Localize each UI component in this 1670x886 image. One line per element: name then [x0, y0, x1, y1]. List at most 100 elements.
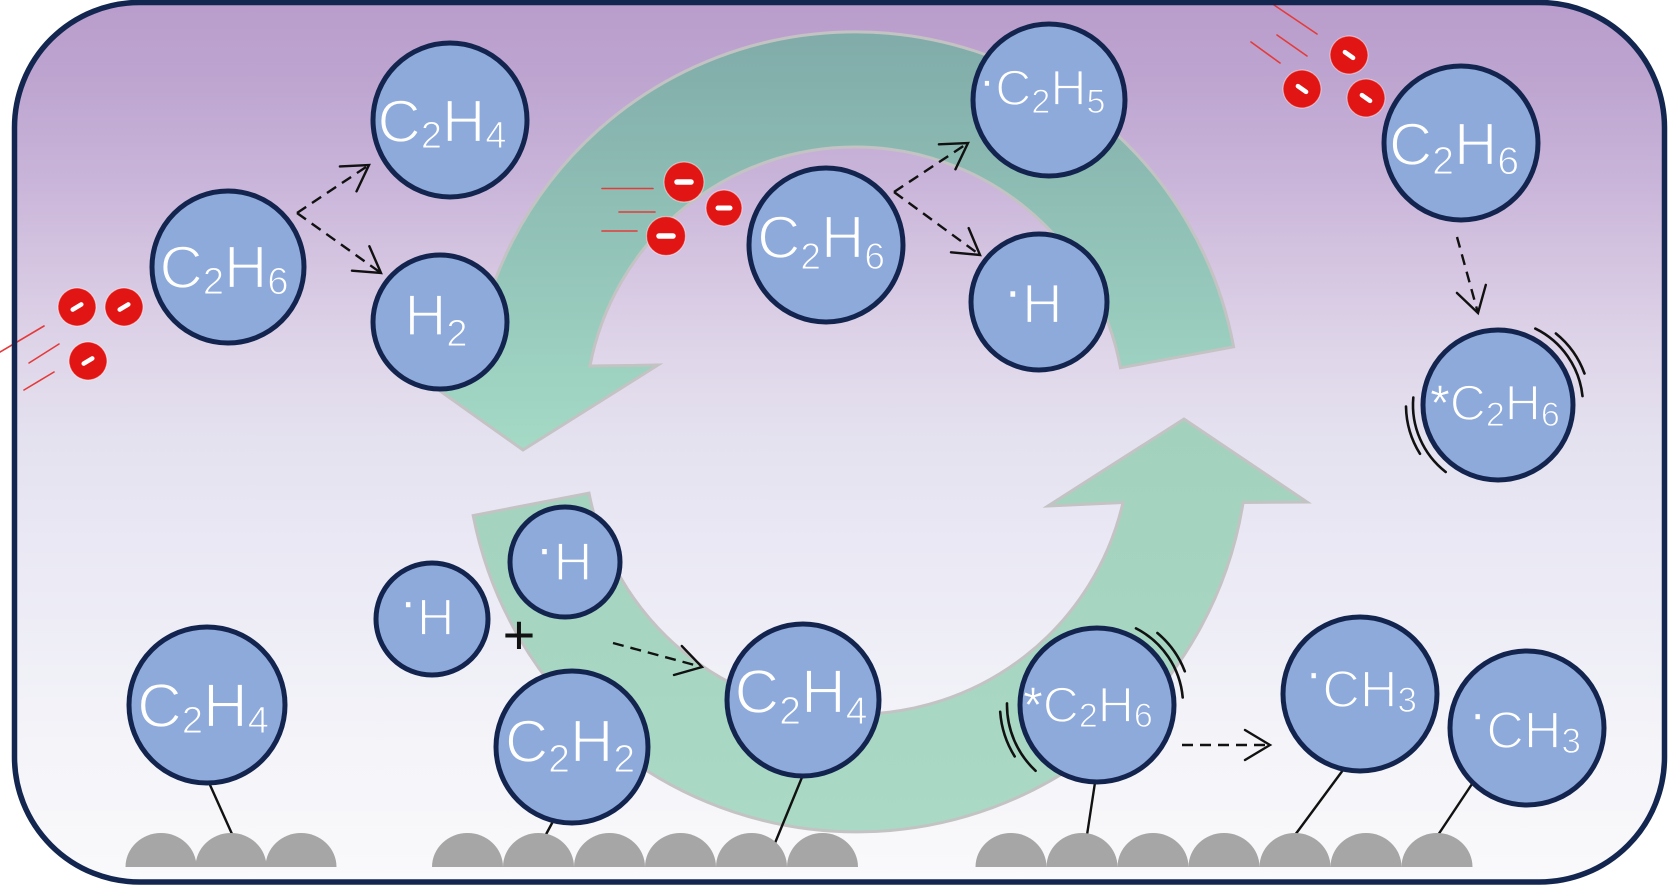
element-symbol: C	[1322, 661, 1360, 719]
electron-icon	[68, 341, 108, 381]
arrow-to-adsorbed-c2h4	[612, 641, 705, 677]
vibration-arc	[1156, 631, 1187, 673]
element-symbol: H	[1022, 272, 1062, 335]
molecule-circle	[968, 231, 1110, 373]
element-symbol: C	[995, 60, 1031, 116]
element-symbol: C	[378, 88, 421, 155]
element-symbol: H	[821, 204, 864, 271]
vibration-arc	[1005, 702, 1037, 773]
surface-site	[787, 833, 858, 867]
minus-sign-icon	[117, 302, 131, 312]
minus-sign-icon	[1359, 92, 1373, 104]
surface-site	[195, 833, 267, 867]
surface-site	[432, 833, 503, 867]
element-symbol: C	[757, 204, 800, 271]
molecule-h-radical-surface-2: ·H	[507, 504, 623, 620]
surface-site	[265, 833, 337, 867]
vibration-arc	[1404, 405, 1422, 456]
subscript-count: 3	[1561, 722, 1580, 761]
arrow-c2h6-to-c2h5-radical	[893, 141, 970, 194]
excited-state-mark: *	[1023, 677, 1042, 733]
minus-sign-icon	[1295, 83, 1309, 95]
subscript-count: 2	[779, 690, 801, 733]
molecule-circle	[1017, 625, 1177, 785]
surface-site	[574, 833, 645, 867]
vibration-marks-icon	[998, 627, 1187, 773]
molecule-label: C2H4	[137, 672, 269, 742]
excited-state-mark: *	[1430, 375, 1449, 431]
molecule-circle	[370, 252, 510, 392]
diagram-frame	[11, 0, 1668, 885]
arrow-c2h6-to-c2h4	[296, 163, 371, 214]
molecule-label: ·H	[1003, 258, 1062, 335]
element-symbol: C	[1486, 702, 1524, 760]
surface-site	[125, 833, 197, 867]
molecule-circle	[507, 504, 623, 620]
surface-center: ·H ·H + C2H2 C2H4	[373, 504, 882, 867]
subscript-count: 2	[421, 115, 442, 157]
subscript-count: 6	[1497, 140, 1519, 183]
molecule-circle	[126, 624, 288, 786]
molecule-circle	[1280, 614, 1440, 774]
molecule-label: ·H	[536, 518, 593, 592]
molecule-label: ·CH3	[1305, 644, 1417, 720]
element-symbol: H	[1098, 677, 1134, 733]
adsorption-bond	[1294, 765, 1347, 836]
subscript-count: 6	[1541, 396, 1560, 434]
molecule-circle	[724, 621, 882, 779]
surface-site	[975, 833, 1047, 867]
molecule-label: *C2H6	[1430, 375, 1560, 434]
catalyst-surface-center	[432, 833, 858, 867]
electron-group-right	[1250, 4, 1386, 118]
molecule-circle	[149, 188, 307, 346]
radical-dot: ·	[1003, 258, 1022, 321]
element-symbol: H	[1050, 60, 1086, 116]
electron-icon	[705, 189, 743, 227]
element-symbol: H	[442, 88, 485, 155]
element-symbol: H	[417, 589, 455, 647]
molecule-h-radical-surface-1: ·H	[373, 560, 491, 678]
molecule-excited-c2h6-gas: *C2H6	[1420, 327, 1576, 483]
surface-site	[1188, 833, 1260, 867]
element-symbol: C	[1389, 111, 1432, 178]
electron-group-left	[0, 287, 144, 391]
catalyst-surface-right	[975, 833, 1473, 867]
element-symbol: C	[160, 234, 203, 301]
electron-icon	[57, 287, 97, 327]
molecule-label: C2H4	[378, 88, 507, 157]
subscript-count: 2	[1031, 83, 1050, 121]
molecule-circle	[373, 560, 491, 678]
subscript-count: 6	[267, 261, 288, 303]
element-symbol: C	[1043, 677, 1079, 733]
molecule-label: C2H6	[1389, 111, 1519, 183]
gas-phase-left-reaction: C2H6 C2H4 H2	[0, 40, 530, 392]
element-symbol: H	[404, 283, 446, 348]
element-symbol: H	[1454, 111, 1497, 178]
gas-phase: C2H6 C2H4 H2	[0, 4, 1586, 483]
radical-dot: ·	[1305, 644, 1322, 702]
element-symbol: C	[735, 658, 780, 727]
arrow-c2h6-to-excited-c2h6	[1455, 236, 1487, 316]
radical-dot: ·	[1469, 685, 1486, 743]
element-symbol: H	[224, 234, 267, 301]
motion-line	[28, 343, 60, 364]
radical-dot: ·	[400, 573, 417, 631]
subscript-count: 2	[446, 313, 467, 355]
subscript-count: 4	[485, 115, 506, 157]
minus-sign-icon	[70, 302, 84, 312]
electron-motion-lines	[0, 325, 60, 391]
surface-site	[1259, 833, 1331, 867]
molecule-label: ·H	[400, 573, 455, 647]
subscript-count: 4	[248, 700, 269, 742]
molecule-label: C2H2	[505, 708, 635, 781]
subscript-count: 2	[548, 738, 570, 781]
molecule-c2h6-center: C2H6	[746, 165, 906, 325]
radical-dot: ·	[536, 518, 554, 578]
motion-line	[23, 371, 55, 391]
subscript-count: 6	[864, 236, 885, 277]
molecule-circle	[1447, 648, 1607, 808]
molecule-c2h4-adsorbed-left: C2H4	[126, 624, 288, 786]
adsorption-bond	[1437, 777, 1477, 836]
surface-site	[1117, 833, 1189, 867]
